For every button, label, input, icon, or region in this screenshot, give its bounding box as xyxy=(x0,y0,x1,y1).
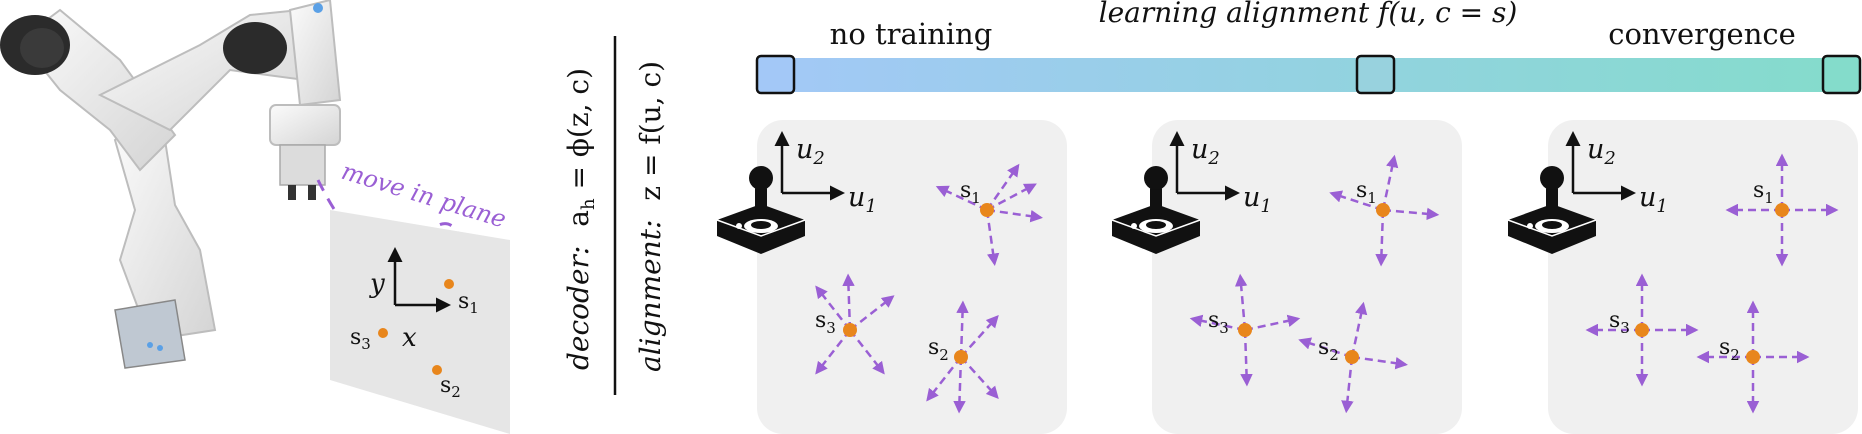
action-arrow xyxy=(842,273,855,331)
action-arrow xyxy=(986,183,1037,212)
u1-label: u1 xyxy=(848,182,877,217)
action-arrow xyxy=(849,295,895,331)
action-arrow xyxy=(1375,209,1388,267)
timeline-marker-middle xyxy=(1355,54,1396,95)
timeline-label-learning: learning alignment f(u, c = s) xyxy=(1099,0,1518,29)
state-label-s3: s3 xyxy=(1208,308,1229,337)
state-dot xyxy=(1376,203,1390,217)
state-dot xyxy=(843,323,857,337)
svg-text:alignment: z = f(u, c): alignment: z = f(u, c) xyxy=(634,61,667,372)
action-arrow xyxy=(985,163,1020,211)
timeline-marker-start xyxy=(755,54,796,95)
action-arrow xyxy=(953,356,966,414)
state-s1: s1 xyxy=(1725,153,1839,267)
plane-dot-s2 xyxy=(432,365,442,375)
state-s3: s3 xyxy=(815,273,895,375)
panel-learning: u2 u1 s1 s3 s2 xyxy=(1111,120,1462,434)
u2-label: u2 xyxy=(1587,134,1616,169)
panels: u2 u1 s1 s3 s2 u2 u1 s1 s3 s2 u2 u1 s1 s3 s2 xyxy=(716,120,1858,434)
state-s2: s2 xyxy=(926,300,999,414)
plane: y x s1 s3 s2 xyxy=(330,210,510,434)
action-arrow xyxy=(956,300,969,358)
state-s1: s1 xyxy=(1329,154,1440,267)
state-s2: s2 xyxy=(1696,300,1810,414)
action-arrow xyxy=(986,208,1043,223)
panel-converged: u2 u1 s1 s3 s2 xyxy=(1507,120,1858,434)
panel-background xyxy=(1152,120,1462,434)
timeline-bar xyxy=(757,58,1860,92)
state-dot xyxy=(954,350,968,364)
robot-arm-image xyxy=(0,0,342,369)
plane-label-s1: s1 xyxy=(458,289,479,317)
state-dot xyxy=(980,203,994,217)
panel-background xyxy=(757,120,1067,434)
action-arrow xyxy=(1329,190,1384,212)
action-arrow xyxy=(985,209,1000,266)
state-dot xyxy=(1635,323,1649,337)
state-dot xyxy=(1238,323,1252,337)
timeline: no training learning alignment f(u, c = … xyxy=(755,0,1862,95)
plane-axis-y: y xyxy=(369,269,385,299)
state-label-s2: s2 xyxy=(1318,335,1339,364)
action-arrow xyxy=(1240,329,1253,387)
action-arrow xyxy=(1189,314,1246,332)
panel-no-training: u2 u1 s1 s3 s2 xyxy=(716,120,1067,434)
action-arrow xyxy=(1382,207,1440,221)
plane-label-s3: s3 xyxy=(350,325,371,353)
state-label-s1: s1 xyxy=(1753,178,1774,207)
state-label-s1: s1 xyxy=(960,178,981,207)
state-dot xyxy=(1775,203,1789,217)
u2-label: u2 xyxy=(796,134,825,169)
action-arrow xyxy=(1234,273,1248,331)
state-s1: s1 xyxy=(935,163,1043,266)
state-dot xyxy=(1746,350,1760,364)
state-label-s3: s3 xyxy=(1609,308,1630,337)
action-arrow xyxy=(849,329,885,375)
state-label-s3: s3 xyxy=(815,308,836,337)
action-arrow xyxy=(960,356,999,399)
action-arrow xyxy=(1351,355,1408,370)
state-dot xyxy=(1345,350,1359,364)
state-label-s2: s2 xyxy=(1719,335,1740,364)
action-arrow xyxy=(1350,301,1368,358)
plane-dot-s1 xyxy=(444,279,454,289)
action-arrow xyxy=(960,315,999,358)
plane-dot-s3 xyxy=(378,328,388,338)
decoder-label: decoder: xyxy=(562,246,595,370)
state-s3: s3 xyxy=(1189,273,1301,387)
u1-label: u1 xyxy=(1243,182,1272,217)
alignment-label: alignment: xyxy=(634,220,667,372)
state-s3: s3 xyxy=(1585,273,1699,387)
plane-axis-x: x xyxy=(402,323,417,353)
state-s2: s2 xyxy=(1298,301,1408,414)
action-arrow xyxy=(1298,337,1353,359)
action-arrow xyxy=(1381,154,1399,211)
u2-label: u2 xyxy=(1191,134,1220,169)
svg-text:decoder: ah = ϕ(z, c): decoder: ah = ϕ(z, c) xyxy=(562,68,599,370)
action-arrow xyxy=(815,329,851,375)
action-arrow xyxy=(926,356,962,402)
action-arrow xyxy=(1341,356,1354,414)
state-label-s1: s1 xyxy=(1356,178,1377,207)
timeline-label-convergence: convergence xyxy=(1608,17,1796,51)
plane-label-s2: s2 xyxy=(440,373,461,401)
state-label-s2: s2 xyxy=(928,335,949,364)
u1-label: u1 xyxy=(1639,182,1668,217)
panel-background xyxy=(1548,120,1858,434)
alignment-equation: alignment: z = f(u, c) xyxy=(634,61,667,372)
timeline-label-no-training: no training xyxy=(830,17,993,51)
decoder-equation: decoder: ah = ϕ(z, c) xyxy=(562,68,599,370)
action-arrow xyxy=(1244,314,1301,332)
timeline-marker-end xyxy=(1821,54,1862,95)
action-arrow xyxy=(815,285,851,331)
action-arrow xyxy=(935,185,988,212)
